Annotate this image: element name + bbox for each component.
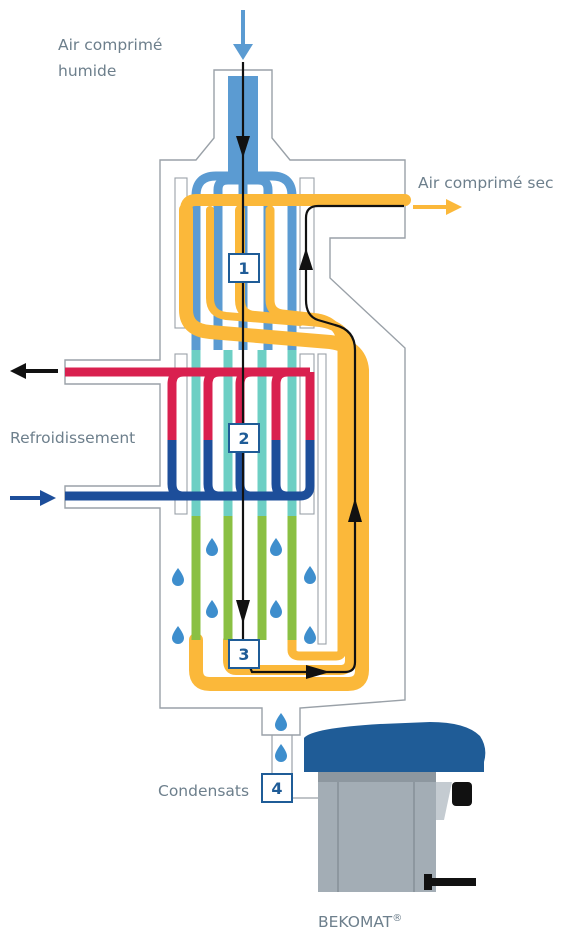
droplet-icon xyxy=(206,538,218,556)
droplet-icon xyxy=(172,568,184,586)
droplet-icon xyxy=(172,626,184,644)
svg-text:1: 1 xyxy=(238,259,249,278)
flow-arrowheads xyxy=(236,136,362,679)
condensate-label: Condensats xyxy=(158,782,250,800)
bekomat-drain xyxy=(271,722,486,892)
svg-text:4: 4 xyxy=(271,779,282,798)
step-badge-4: 4 xyxy=(261,773,293,803)
droplet-icon xyxy=(275,744,287,762)
svg-text:2: 2 xyxy=(238,429,249,448)
droplet-icon xyxy=(206,600,218,618)
coolant-inlet-arrow xyxy=(10,490,56,506)
droplet-icon xyxy=(270,538,282,556)
registered-mark: ® xyxy=(392,913,403,924)
bekomat-label: BEKOMAT® xyxy=(318,906,402,935)
step-badge-1: 1 xyxy=(228,253,260,283)
condensing-tubes xyxy=(191,516,297,640)
droplet-icon xyxy=(304,626,316,644)
coolant-outlet-arrow xyxy=(10,363,58,379)
moist-air-label-line1: Air comprimé xyxy=(58,36,163,54)
droplet-icon xyxy=(270,600,282,618)
droplet-icon xyxy=(304,566,316,584)
step-badge-2: 2 xyxy=(228,423,260,453)
moist-air-inlet-arrow xyxy=(233,10,253,60)
step-badge-3: 3 xyxy=(228,639,260,669)
dry-air-outlet-arrow xyxy=(413,199,462,215)
air-flow-path xyxy=(241,62,404,674)
dry-air-label: Air comprimé sec xyxy=(418,174,554,192)
droplets xyxy=(172,538,316,762)
cooling-label: Refroidissement xyxy=(10,429,136,447)
coolant-cold-pipes xyxy=(65,440,315,501)
dryer-housing xyxy=(64,69,406,736)
svg-text:3: 3 xyxy=(238,645,249,664)
moist-air-label: Air comprimé humide xyxy=(58,32,162,84)
droplet-icon xyxy=(275,713,287,731)
bekomat-name: BEKOMAT xyxy=(318,913,393,932)
moist-air-label-line2: humide xyxy=(58,62,117,80)
